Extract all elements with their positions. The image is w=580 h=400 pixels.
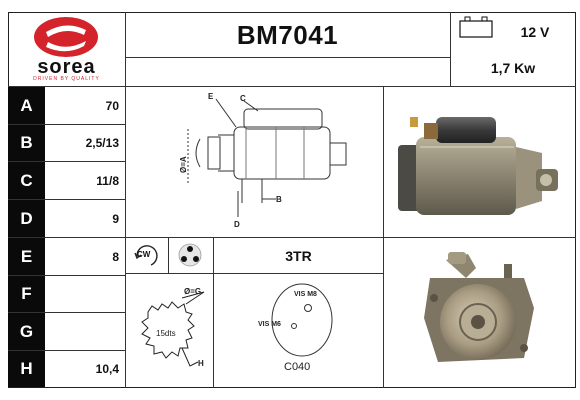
bolt-pattern-icon xyxy=(178,243,202,267)
spec-letter-e: E xyxy=(8,238,45,275)
spec-value-c: 11/8 xyxy=(96,173,119,188)
solenoid-terminals-icon: VIS M8 VIS M6 C040 xyxy=(258,283,333,373)
spec-letter-g: G xyxy=(8,313,45,350)
spec-letter-h: H xyxy=(8,351,45,387)
battery-icon xyxy=(459,16,493,38)
label-vis-m8: VIS M8 xyxy=(294,291,317,298)
grid-line xyxy=(125,273,383,274)
label-connector-code: C040 xyxy=(284,361,310,373)
spec-letter-d: D xyxy=(8,200,45,237)
grid-line xyxy=(8,161,125,162)
gear-diagram: Ø=G 15dts H xyxy=(126,274,213,388)
grid-line xyxy=(8,86,576,87)
label-h: H xyxy=(198,359,204,368)
grid-line xyxy=(8,124,125,125)
starter-front-icon xyxy=(424,252,534,362)
grid-line xyxy=(125,12,126,388)
grid-line xyxy=(8,275,125,276)
grid-line xyxy=(213,237,214,273)
grid-line xyxy=(125,57,450,58)
spec-value-a: 70 xyxy=(105,98,119,113)
grid-line xyxy=(168,237,169,273)
label-d: D xyxy=(234,220,240,229)
label-e: E xyxy=(208,92,214,101)
grid-line xyxy=(8,237,125,238)
starter-motor-icon xyxy=(398,117,558,215)
starter-photo-side xyxy=(384,87,575,236)
pinion-gear-icon: Ø=G 15dts H xyxy=(141,287,205,368)
spec-letter-a: A xyxy=(8,87,45,124)
voltage-value: 12 V xyxy=(520,24,550,40)
label-g: Ø=G xyxy=(184,287,201,296)
grid-line xyxy=(450,12,451,86)
spec-value-f xyxy=(45,276,125,312)
power-value: 1,7 Kw xyxy=(490,60,536,76)
grid-line xyxy=(8,199,125,200)
product-code: BM7041 xyxy=(236,20,339,50)
grid-line xyxy=(125,237,576,238)
brand-logo: sorea DRIVEN BY QUALITY xyxy=(10,14,123,84)
starter-outline-icon: E C Ø=A B D xyxy=(179,92,347,229)
mounting-code: 3TR xyxy=(285,247,312,264)
label-b: B xyxy=(276,195,282,204)
label-c: C xyxy=(240,94,246,103)
grid-line xyxy=(213,273,214,388)
rotation-label: CW xyxy=(137,250,151,259)
dimension-drawing: E C Ø=A B D xyxy=(126,87,382,236)
spec-value-d: 9 xyxy=(112,211,119,226)
brand-name: sorea xyxy=(37,56,96,78)
brand-tagline: DRIVEN BY QUALITY xyxy=(33,76,100,82)
spec-letter-f: F xyxy=(8,276,45,312)
sorea-emblem-icon xyxy=(34,17,98,57)
spec-value-h: 10,4 xyxy=(95,362,119,376)
spec-letter-c: C xyxy=(8,162,45,199)
starter-photo-front xyxy=(384,238,575,387)
terminal-diagram: VIS M8 VIS M6 C040 xyxy=(214,274,383,388)
spec-letter-b: B xyxy=(8,125,45,161)
spec-value-g xyxy=(45,313,125,350)
label-vis-m6: VIS M6 xyxy=(258,321,281,328)
grid-line xyxy=(8,350,125,351)
rotation-clockwise-icon xyxy=(134,245,158,266)
spec-value-b: 2,5/13 xyxy=(85,136,119,150)
label-teeth: 15dts xyxy=(156,329,176,338)
spec-value-e: 8 xyxy=(112,249,119,264)
label-a: Ø=A xyxy=(179,156,188,173)
grid-line xyxy=(8,312,125,313)
